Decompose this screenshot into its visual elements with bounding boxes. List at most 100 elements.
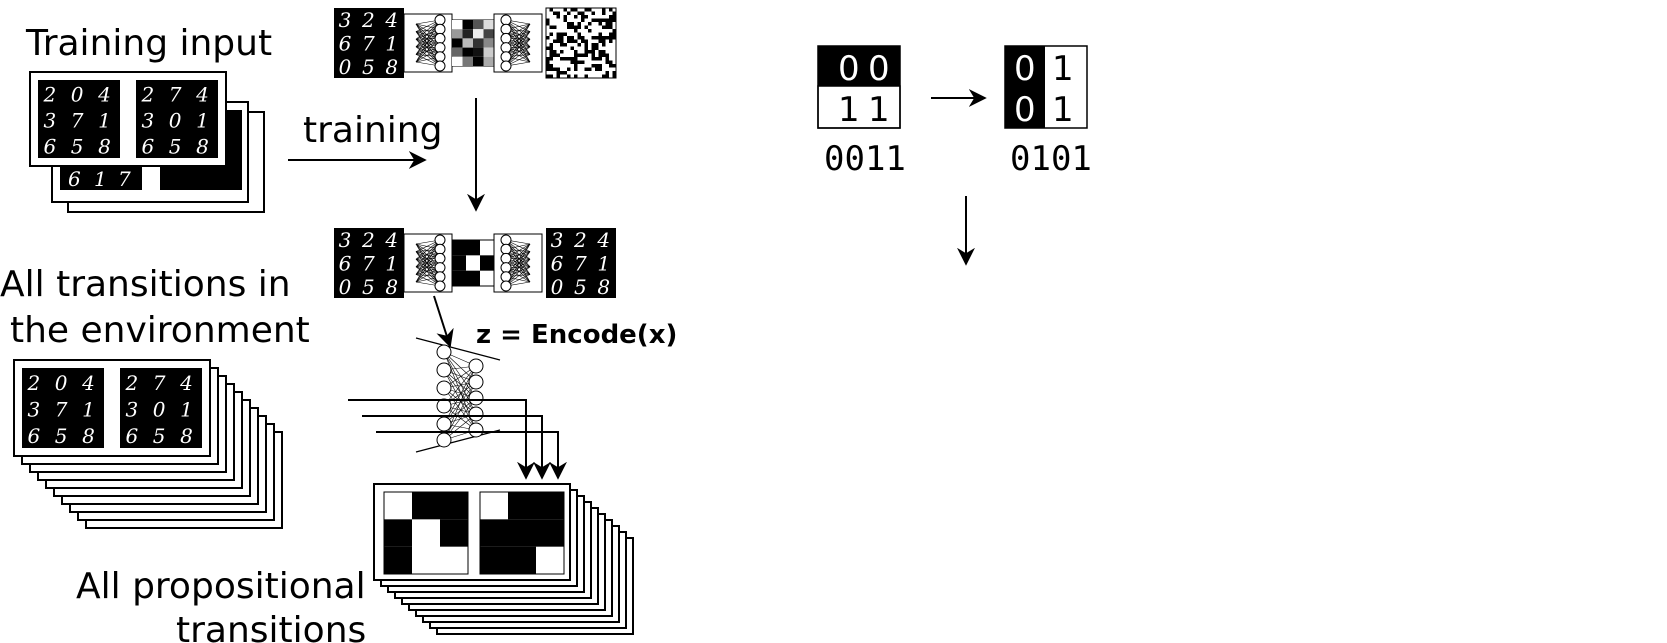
connection — [415, 38, 441, 67]
noise-pixel — [560, 36, 564, 40]
mnist-digit: 4 — [179, 371, 193, 395]
noise-pixel — [563, 8, 567, 12]
training-input-label: Training input — [25, 23, 272, 64]
mnist-background — [22, 368, 104, 448]
noise-pixel — [584, 67, 588, 71]
connection — [505, 243, 531, 277]
noise-pixel — [570, 8, 574, 12]
noise-pixel — [591, 36, 595, 40]
noise-pixel — [609, 8, 613, 12]
bit-cell: 1 — [1052, 49, 1074, 89]
latent-cell — [483, 56, 494, 66]
transition-feed-lines — [348, 399, 567, 480]
noise-pixel — [549, 8, 553, 12]
mnist-digit: 5 — [574, 275, 587, 299]
neuron — [500, 280, 512, 292]
mnist-digit: 0 — [551, 275, 564, 299]
all-prop-label-2: transitions — [176, 610, 366, 643]
noise-pixel — [609, 60, 613, 64]
noise-pixel — [556, 74, 560, 78]
neuron — [434, 42, 446, 54]
mnist-background — [136, 80, 218, 158]
noise-pixel — [591, 18, 595, 22]
mnist-digit: 3 — [43, 108, 56, 132]
noise-pixel — [595, 57, 599, 61]
noise-pixel — [598, 57, 602, 61]
mnist-digit: 1 — [385, 251, 398, 275]
noise-pixel — [602, 50, 606, 54]
binary-cell — [452, 270, 466, 286]
latent-cell — [452, 38, 463, 48]
neuron — [434, 280, 446, 292]
noise-pixel — [553, 50, 557, 54]
mnist-digit: 8 — [180, 424, 193, 448]
noise-pixel — [584, 50, 588, 54]
noise-pixel — [595, 18, 599, 22]
noise-pixel — [546, 46, 550, 50]
noise-pixel — [591, 43, 595, 47]
noise-pixel — [570, 60, 574, 64]
mnist-digit: 5 — [71, 134, 84, 158]
mnist-background — [334, 228, 404, 298]
connection — [415, 23, 441, 67]
noise-pixel — [598, 39, 602, 43]
noise-pixel — [612, 74, 616, 78]
mnist-digit: 4 — [596, 228, 610, 252]
noise-pixel — [570, 25, 574, 29]
mnist-digit: 6 — [339, 31, 352, 55]
noise-pixel — [602, 53, 606, 57]
latent-cell — [473, 20, 484, 30]
noise-pixel — [602, 25, 606, 29]
mnist-digit: 8 — [385, 55, 398, 79]
noise-pixel — [598, 50, 602, 54]
latent-cell — [462, 47, 473, 57]
bit-cell: 0 — [868, 49, 890, 89]
noise-pixel — [612, 11, 616, 15]
noise-pixel — [591, 46, 595, 50]
latent-cell — [462, 38, 473, 48]
noise-pixel — [563, 43, 567, 47]
noise-pixel — [602, 39, 606, 43]
mnist-digit: 0 — [153, 398, 166, 422]
noise-pixel — [577, 25, 581, 29]
neuron — [500, 262, 512, 274]
neuron — [436, 380, 452, 396]
noise-pixel — [612, 18, 616, 22]
mnist-digit: 3 — [141, 108, 154, 132]
mnist-digit: 3 — [27, 398, 40, 422]
noise-pixel — [595, 36, 599, 40]
noise-pixel — [612, 29, 616, 33]
mnist-digit: 0 — [169, 108, 182, 132]
mnist-digit: 1 — [597, 251, 610, 275]
mnist-background — [38, 80, 120, 158]
noise-pixel — [602, 18, 606, 22]
binary-cell — [536, 492, 564, 520]
latent-cell — [483, 20, 494, 30]
mnist-digit: 4 — [384, 228, 398, 252]
mnist-digit: 7 — [362, 31, 375, 55]
noise-pixel — [574, 8, 578, 12]
connection — [415, 23, 441, 48]
noise-pixel — [609, 36, 613, 40]
propositional-transitions-stack — [373, 483, 634, 635]
noise-pixel — [549, 53, 553, 57]
binary-cell — [412, 492, 440, 520]
connection — [415, 38, 441, 63]
noise-pixel — [584, 46, 588, 50]
connection — [505, 258, 531, 287]
noise-pixel — [567, 57, 571, 61]
mnist-digit: 2 — [140, 82, 154, 106]
bit-code-first: 0011 — [824, 139, 906, 179]
noise-pixel — [549, 32, 553, 36]
connection — [415, 31, 441, 67]
mnist-digit: 5 — [153, 424, 166, 448]
neuron — [468, 406, 484, 422]
prop-state-left — [383, 491, 469, 575]
neuron — [468, 358, 484, 374]
noise-pixel — [549, 67, 553, 71]
mnist-digit: 4 — [81, 371, 95, 395]
noise-pixel — [574, 29, 578, 33]
